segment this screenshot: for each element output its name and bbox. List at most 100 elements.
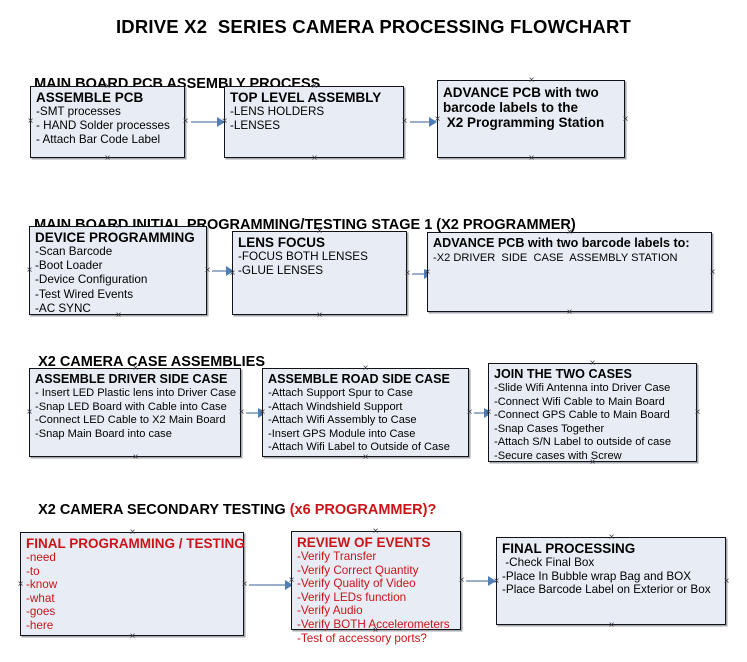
connector-arrow — [410, 121, 432, 123]
box-title: ADVANCE PCB with two — [443, 85, 599, 100]
box-line: -Snap Main Board into case — [35, 427, 172, 440]
box-title: FINAL PROGRAMMING / TESTING — [26, 536, 245, 551]
connector-arrow — [249, 584, 287, 586]
connection-point[interactable] — [607, 533, 616, 542]
box-title-line3: X2 Programming Station — [443, 115, 605, 130]
flow-box-final-processing[interactable]: FINAL PROCESSING -Check Final Box -Place… — [496, 537, 726, 625]
connection-point[interactable] — [128, 632, 137, 641]
flow-box-advance-pcb-driver-side[interactable]: ADVANCE PCB with two barcode labels to: … — [427, 232, 712, 312]
box-line: -Place In Bubble wrap Bag and BOX — [502, 569, 692, 583]
connection-point[interactable] — [621, 115, 630, 124]
connection-point[interactable] — [361, 364, 370, 373]
box-line: -Test Wired Events — [35, 287, 134, 301]
connector-arrow — [191, 121, 219, 123]
connection-point[interactable] — [708, 268, 717, 277]
box-line: -Snap Cases Together — [494, 422, 605, 435]
connection-point[interactable] — [484, 408, 493, 417]
box-line: - HAND Solder processes — [36, 119, 170, 133]
box-line: -Connect GPS Cable to Main Board — [494, 409, 670, 422]
section-heading-text: X2 CAMERA SECONDARY TESTING — [38, 502, 290, 518]
section-heading-case-assemblies: X2 CAMERA CASE ASSEMBLIES — [30, 338, 265, 370]
connection-point[interactable] — [527, 154, 536, 163]
connection-point[interactable] — [361, 453, 370, 462]
box-line: -Secure cases with Screw — [494, 449, 622, 462]
connection-point[interactable] — [465, 408, 474, 417]
connection-point[interactable] — [131, 364, 140, 373]
box-line: -Check Final Box — [502, 556, 595, 569]
box-line: -Snap LED Board with Cable into Case — [35, 400, 227, 413]
connection-point[interactable] — [114, 311, 123, 320]
connection-point[interactable] — [693, 408, 702, 417]
connector-arrow — [246, 412, 260, 414]
connection-point[interactable] — [103, 154, 112, 163]
box-line: -Attach Support Spur to Case — [268, 387, 413, 399]
connection-point[interactable] — [114, 222, 123, 231]
box-line: -Connect LED Cable to X2 Main Board — [35, 414, 226, 427]
flow-box-assemble-road-side-case[interactable]: ASSEMBLE ROAD SIDE CASE -Attach Support … — [262, 368, 469, 457]
connection-point[interactable] — [565, 308, 574, 317]
flow-box-top-level-assembly[interactable]: TOP LEVEL ASSEMBLY -LENS HOLDERS -LENSES — [224, 86, 404, 158]
connector-arrow — [466, 580, 490, 582]
connection-point[interactable] — [228, 269, 237, 278]
connection-point[interactable] — [588, 458, 597, 467]
box-line: - Insert LED Plastic lens into Driver Ca… — [35, 387, 236, 399]
connection-point[interactable] — [25, 266, 34, 275]
flow-box-lens-focus[interactable]: LENS FOCUS -FOCUS BOTH LENSES -GLUE LENS… — [232, 231, 407, 315]
box-title-line2: barcode labels to the — [443, 100, 579, 115]
connection-point[interactable] — [400, 117, 409, 126]
connection-point[interactable] — [371, 626, 380, 635]
box-title: FINAL PROCESSING — [502, 541, 636, 556]
connection-point[interactable] — [433, 115, 442, 124]
box-line: -know — [26, 578, 58, 592]
box-line: -GLUE LENSES — [238, 264, 324, 278]
connection-point[interactable] — [103, 82, 112, 91]
connection-point[interactable] — [128, 528, 137, 537]
box-line: -Verify Correct Quantity — [297, 563, 419, 577]
box-line: -Place Barcode Label on Exterior or Box — [502, 583, 711, 597]
connection-point[interactable] — [203, 266, 212, 275]
box-line: -SMT processes — [36, 105, 121, 118]
connection-point[interactable] — [492, 577, 501, 586]
connection-point[interactable] — [315, 227, 324, 236]
page-title: IDRIVE X2 SERIES CAMERA PROCESSING FLOWC… — [115, 16, 632, 37]
connection-point[interactable] — [181, 117, 190, 126]
flow-box-assemble-driver-side-case[interactable]: ASSEMBLE DRIVER SIDE CASE - Insert LED P… — [29, 368, 241, 457]
box-line: -LENS HOLDERS — [230, 105, 325, 118]
connection-point[interactable] — [310, 82, 319, 91]
connection-point[interactable] — [26, 117, 35, 126]
connection-point[interactable] — [258, 408, 267, 417]
box-title: ASSEMBLE PCB — [36, 90, 144, 105]
flow-box-join-the-two-cases[interactable]: JOIN THE TWO CASES -Slide Wifi Antenna i… — [488, 363, 697, 462]
flow-box-review-of-events[interactable]: REVIEW OF EVENTS -Verify Transfer -Verif… — [291, 531, 461, 645]
box-title: REVIEW OF EVENTS — [297, 535, 431, 550]
box-line: -what — [26, 591, 55, 605]
connection-point[interactable] — [287, 576, 296, 585]
connection-point[interactable] — [315, 311, 324, 320]
flow-box-assemble-pcb[interactable]: ASSEMBLE PCB -SMT processes - HAND Solde… — [30, 86, 185, 158]
flow-box-device-programming[interactable]: DEVICE PROGRAMMING -Scan Barcode -Boot L… — [29, 226, 207, 315]
connection-point[interactable] — [131, 453, 140, 462]
connection-point[interactable] — [457, 576, 466, 585]
connection-point[interactable] — [240, 580, 249, 589]
box-line: -Insert GPS Module into Case — [268, 427, 416, 440]
section-heading-accent: (x6 PROGRAMMER)? — [289, 502, 437, 518]
connection-point[interactable] — [527, 76, 536, 85]
box-line: -Attach Windshield Support — [268, 400, 403, 413]
connection-point[interactable] — [220, 117, 229, 126]
connection-point[interactable] — [423, 268, 432, 277]
box-title: ADVANCE PCB with two barcode labels to: — [433, 236, 690, 250]
flow-box-advance-pcb-programming-station[interactable]: ADVANCE PCB with two barcode labels to t… — [437, 80, 625, 158]
connection-point[interactable] — [371, 527, 380, 536]
connection-point[interactable] — [403, 269, 412, 278]
flow-box-final-programming-testing[interactable]: FINAL PROGRAMMING / TESTING -need -to -k… — [20, 532, 245, 636]
box-line: -to — [26, 564, 40, 578]
connection-point[interactable] — [25, 408, 34, 417]
connection-point[interactable] — [16, 580, 25, 589]
connection-point[interactable] — [588, 359, 597, 368]
connector-arrow — [412, 273, 426, 275]
connection-point[interactable] — [565, 228, 574, 237]
connection-point[interactable] — [310, 154, 319, 163]
connection-point[interactable] — [722, 577, 731, 586]
connection-point[interactable] — [607, 621, 616, 630]
connection-point[interactable] — [237, 408, 246, 417]
